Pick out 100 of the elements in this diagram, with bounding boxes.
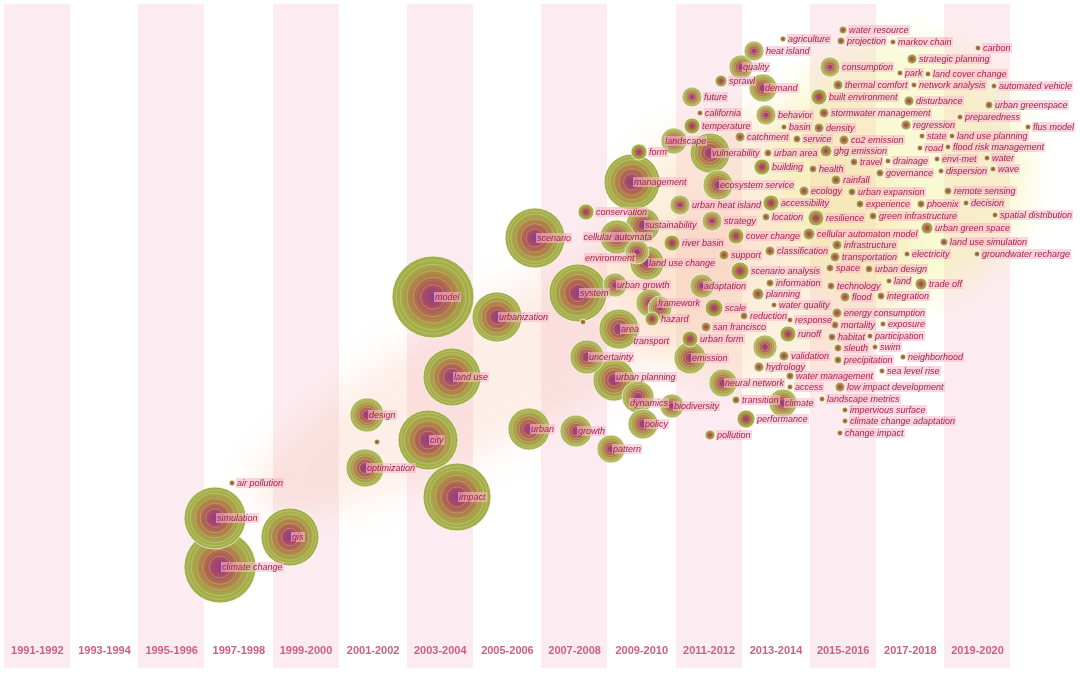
keyword-label: information (775, 278, 822, 288)
keyword-label: water management (795, 371, 875, 381)
keyword-label: travel (859, 157, 883, 167)
keyword-label: electricity (911, 249, 951, 259)
keyword-label: trade off (928, 279, 964, 289)
keyword-label: governance (885, 168, 935, 178)
keyword-label: area (620, 324, 640, 334)
keyword-label: performance (756, 414, 809, 424)
keyword-label: consumption (841, 62, 895, 72)
keyword-label: built environment (828, 92, 899, 102)
keyword-label: validation (790, 351, 831, 361)
keyword-label: wave (997, 164, 1020, 174)
keyword-label: flus model (1032, 122, 1076, 132)
keyword-label: technology (836, 281, 882, 291)
keyword-label: urban green space (934, 223, 1012, 233)
keyword-label: precipitation (843, 355, 894, 365)
keyword-label: water resource (848, 25, 910, 35)
time-slice-label: 2007-2008 (548, 644, 601, 657)
keyword-label: emission (691, 353, 729, 363)
keyword-label: infrastructure (843, 240, 898, 250)
keyword-label: transportation (841, 252, 899, 262)
keyword-label: cover change (745, 231, 802, 241)
keyword-label: scale (724, 303, 747, 313)
keyword-label: flood risk management (952, 142, 1046, 152)
keyword-label: service (802, 134, 833, 144)
keyword-label: preparedness (964, 112, 1022, 122)
keyword-label: simulation (216, 513, 259, 523)
keyword-label: pollution (716, 430, 752, 440)
keyword-label: catchment (746, 132, 790, 142)
keyword-label: climate change adaptation (849, 416, 957, 426)
keyword-label: classification (776, 246, 830, 256)
keyword-label: urban planning (615, 372, 677, 382)
keyword-label: markov chain (897, 37, 953, 47)
keyword-label: thermal comfort (844, 80, 909, 90)
keyword-label: impact (458, 492, 487, 502)
keyword-label: density (825, 123, 856, 133)
keyword-label: policy (644, 419, 669, 429)
keyword-label: energy consumption (843, 308, 927, 318)
keyword-label: vulnerability (711, 148, 761, 158)
keyword-label: rainfall (842, 175, 871, 185)
time-slice-label: 1999-2000 (279, 644, 333, 657)
keyword-label: demand (764, 83, 799, 93)
keyword-label: neural network (724, 378, 786, 388)
keyword-label: cellular automata (582, 232, 654, 242)
keyword-label: strategy (723, 216, 757, 226)
keyword-label: decision (970, 198, 1006, 208)
keyword-label: land use (453, 372, 490, 382)
keyword-label: health (818, 164, 845, 174)
keyword-label: participation (874, 331, 925, 341)
keyword-label: land use simulation (949, 237, 1029, 247)
time-slice-label: 2009-2010 (615, 644, 669, 657)
keyword-label: scenario (536, 233, 573, 243)
keyword-label: projection (846, 36, 888, 46)
keyword-label: sleuth (843, 343, 870, 353)
keyword-label: automated vehicle (998, 81, 1074, 91)
keyword-label: access (794, 382, 824, 392)
keyword-label: co2 emission (850, 135, 905, 145)
time-slice-label: 2013-2014 (749, 644, 803, 657)
keyword-label: strategic planning (918, 54, 991, 64)
keyword-label: urban heat island (691, 200, 763, 210)
keyword-label: mortality (840, 320, 876, 330)
keyword-label: design (368, 410, 397, 420)
keyword-label: swim (879, 342, 902, 352)
keyword-label: park (904, 68, 924, 78)
time-slice-label: 1993-1994 (78, 644, 131, 657)
time-slice-label: 2011-2012 (683, 644, 736, 657)
keyword-label: habitat (837, 332, 867, 342)
keyword-label: urban growth (616, 280, 671, 290)
keyword-label: environment (584, 253, 636, 263)
keyword-label: hydrology (765, 362, 807, 372)
keyword-label: ecosystem service (719, 180, 796, 190)
keyword-label: integration (886, 291, 931, 301)
keyword-label: water quality (778, 300, 831, 310)
keyword-label: form (648, 147, 668, 157)
keyword-label: resilience (825, 213, 866, 223)
keyword-label: envi-met (941, 154, 978, 164)
keyword-label: land use planning (956, 131, 1029, 141)
time-slice-label: 1995-1996 (145, 644, 198, 657)
keyword-label: optimization (366, 463, 417, 473)
keyword-label: urban area (773, 148, 819, 158)
keyword-label: growth (577, 426, 606, 436)
keyword-label: basin (788, 122, 812, 132)
keyword-label: urban design (874, 264, 929, 274)
keyword-label: building (771, 162, 805, 172)
time-slice-label: 2003-2004 (413, 644, 467, 657)
keyword-label: urban form (699, 334, 745, 344)
time-slice-label: 2005-2006 (481, 644, 534, 657)
keyword-label: carbon (982, 43, 1012, 53)
keyword-label: biodiversity (673, 401, 721, 411)
keyword-label: gis (291, 532, 305, 542)
keyword-label: stormwater management (830, 108, 932, 118)
keyword-label: flood (851, 292, 873, 302)
keyword-label: drainage (892, 156, 930, 166)
keyword-label: planning (765, 289, 802, 299)
keyword-label: transport (632, 336, 671, 346)
keyword-label: adaptation (703, 281, 748, 291)
keyword-label: sea level rise (886, 366, 941, 376)
keyword-label: spatial distribution (999, 210, 1074, 220)
keyword-label: runoff (797, 329, 822, 339)
keyword-label: san francisco (712, 322, 768, 332)
